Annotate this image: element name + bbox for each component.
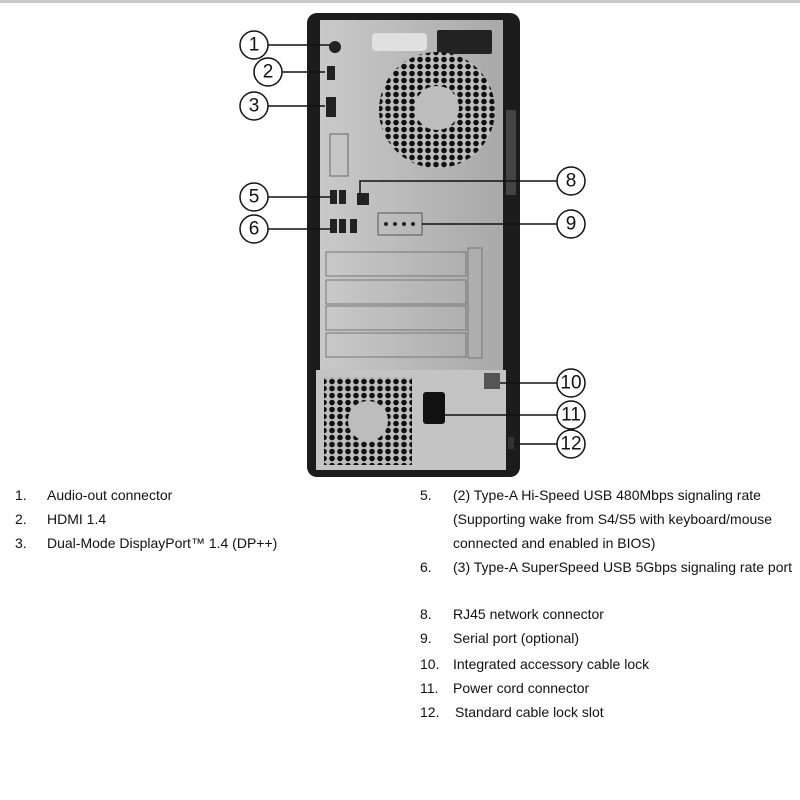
ports	[326, 41, 514, 449]
callout-8: 8	[556, 166, 586, 196]
callout-9: 9	[556, 209, 586, 239]
callout-number: 11	[561, 405, 581, 426]
callout-number: 6	[249, 219, 260, 240]
item-number: 3.	[15, 535, 27, 551]
item-text: (3) Type-A SuperSpeed USB 5Gbps signalin…	[453, 559, 793, 575]
item-text: Power cord connector	[453, 680, 590, 696]
divider	[0, 0, 800, 3]
psu-fan	[324, 377, 412, 465]
item-text: (2) Type-A Hi-Speed USB 480Mbps signalin…	[453, 487, 761, 503]
callout-12: 12	[556, 429, 586, 459]
item-number: 12.	[420, 704, 440, 720]
item-text: Audio-out connector	[47, 487, 173, 503]
pc-rear-illustration: 1 2 3 5 6 8 9 10 11 12	[239, 13, 586, 477]
callout-10: 10	[556, 368, 586, 398]
callout-number: 3	[249, 96, 260, 117]
item-text: Dual-Mode DisplayPort™ 1.4 (DP++)	[47, 535, 278, 551]
callout-number: 1	[249, 35, 260, 56]
item-number: 6.	[420, 559, 432, 575]
item-text: Serial port (optional)	[453, 630, 580, 646]
item-text: HDMI 1.4	[47, 511, 107, 527]
callout-markers: 1 2 3 5 6 8 9 10 11 12	[239, 30, 586, 459]
expansion-slots	[325, 247, 483, 359]
item-number: 1.	[15, 487, 27, 503]
item-number: 9.	[420, 630, 432, 646]
callout-11: 11	[556, 400, 586, 430]
item-text: RJ45 network connector	[453, 606, 604, 622]
item-number: 2.	[15, 511, 27, 527]
callout-number: 12	[560, 434, 581, 455]
callout-lines	[268, 44, 557, 445]
callout-3: 3	[239, 91, 269, 121]
callout-number: 2	[263, 62, 274, 83]
callout-number: 5	[249, 187, 260, 208]
item-number: 10.	[420, 656, 440, 672]
callout-number: 8	[566, 171, 577, 192]
item-number: 11.	[420, 680, 439, 696]
callout-number: 10	[560, 373, 581, 394]
callout-1: 1	[239, 30, 269, 60]
callout-6: 6	[239, 214, 269, 244]
legend-item-5-cont: connected and enabled in BIOS)	[453, 535, 656, 551]
main-fan	[379, 52, 495, 168]
item-text: Integrated accessory cable lock	[453, 656, 650, 672]
item-number: 5.	[420, 487, 432, 503]
item-number: 8.	[420, 606, 432, 622]
callout-number: 9	[566, 214, 577, 235]
item-text: Standard cable lock slot	[455, 704, 604, 720]
callout-5: 5	[239, 182, 269, 212]
legend-item-5-cont: (Supporting wake from S4/S5 with keyboar…	[453, 511, 773, 527]
callout-2: 2	[253, 57, 283, 87]
